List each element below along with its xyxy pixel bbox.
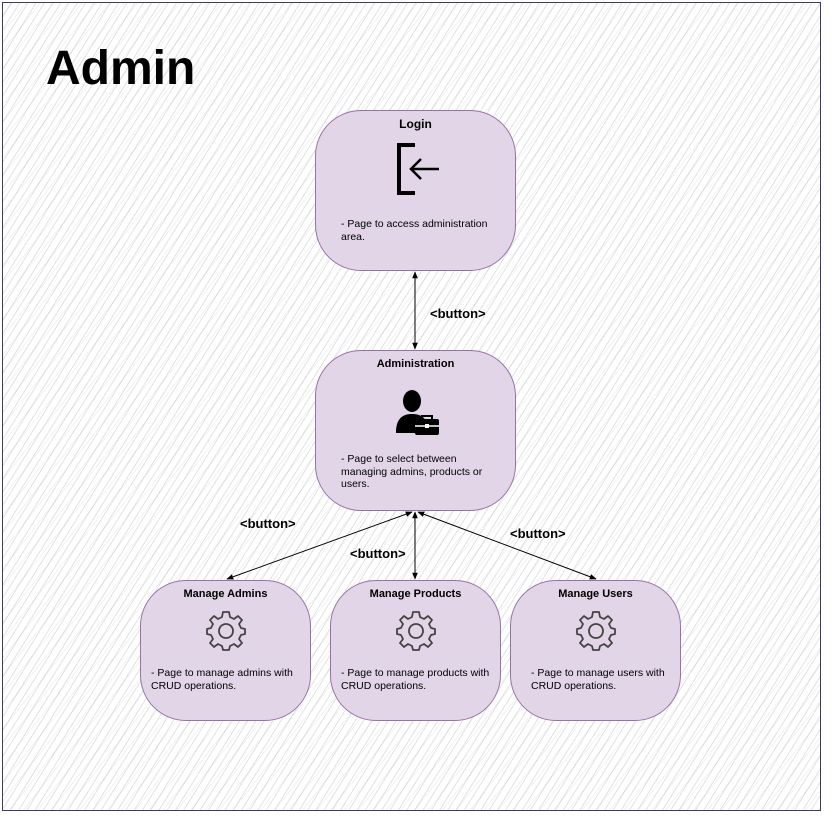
gear-icon bbox=[576, 611, 616, 651]
edge-label-manage-admins: <button> bbox=[240, 516, 296, 531]
node-title: Manage Users bbox=[558, 588, 633, 600]
node-description: - Page to manage users with CRUD operati… bbox=[531, 667, 665, 692]
node-title: Login bbox=[399, 117, 432, 131]
node-description: - Page to manage products with CRUD oper… bbox=[341, 667, 490, 692]
page-title: Admin bbox=[46, 42, 196, 95]
node-administration[interactable]: Administration - Page to select between … bbox=[315, 350, 516, 511]
gear-icon bbox=[206, 611, 246, 651]
node-manage-admins[interactable]: Manage Admins - Page to manage admins wi… bbox=[140, 580, 311, 721]
node-description: - Page to manage admins with CRUD operat… bbox=[151, 667, 293, 692]
edge-label-manage-products: <button> bbox=[350, 546, 406, 561]
login-icon bbox=[397, 143, 439, 195]
connector-administration-manage-admins bbox=[226, 511, 413, 580]
edge-label-manage-users: <button> bbox=[510, 526, 566, 541]
node-manage-products[interactable]: Manage Products - Page to manage product… bbox=[330, 580, 501, 721]
gear-icon bbox=[396, 611, 436, 651]
node-title: Manage Admins bbox=[183, 588, 268, 600]
node-description: - Page to select between managing admins… bbox=[341, 453, 483, 490]
node-title: Administration bbox=[376, 358, 455, 370]
admin-user-icon bbox=[396, 390, 439, 435]
connector-administration-manage-users bbox=[417, 511, 597, 580]
node-login[interactable]: Login - Page to access administration ar… bbox=[315, 110, 516, 271]
edge-label-login-administration: <button> bbox=[430, 306, 486, 321]
node-description: - Page to access administration area. bbox=[341, 218, 488, 243]
node-title: Manage Products bbox=[369, 588, 462, 600]
node-manage-users[interactable]: Manage Users - Page to manage users with… bbox=[510, 580, 681, 721]
